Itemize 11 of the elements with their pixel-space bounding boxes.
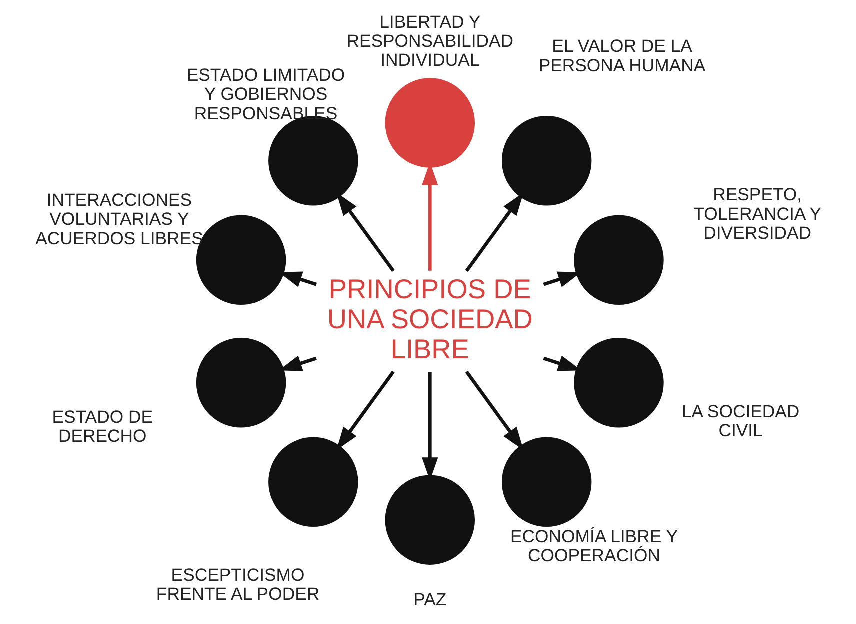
node-label: PAZ (414, 589, 447, 610)
node-label: INTERACCIONES VOLUNTARIAS Y ACUERDOS LIBRES (36, 190, 204, 248)
node-label: EL VALOR DE LA PERSONA HUMANA (538, 36, 706, 76)
node-label: LIBERTAD Y RESPONSABILIDAD INDIVIDUAL (346, 12, 514, 70)
node-text: PRINCIPIOS DE UNA SOCIEDAD LIBRE (327, 273, 533, 364)
node-label: ECONOMÍA LIBRE Y COOPERACIÓN (510, 526, 678, 566)
node-label: ESTADO LIMITADO Y GOBIERNOS RESPONSABLES (186, 65, 346, 124)
node-label: LA SOCIEDAD CIVIL (682, 402, 800, 441)
node-label: RESPETO, TOLERANCIA Y DIVERSIDAD (694, 184, 822, 243)
node-label: ESCEPTICISMO FRENTE AL PODER (156, 565, 320, 604)
node-label: ESTADO DE DERECHO (52, 407, 154, 446)
